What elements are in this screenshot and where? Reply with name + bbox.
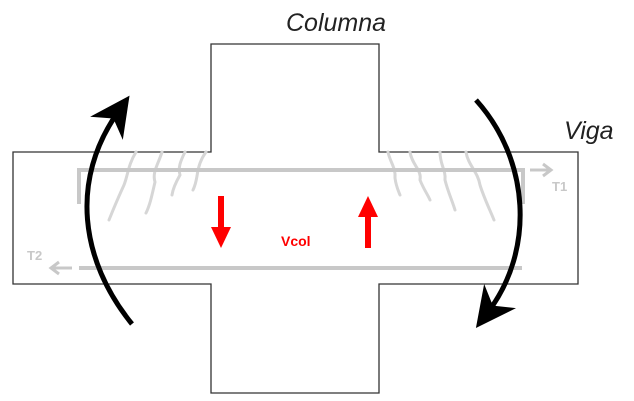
t2-label: T2 [27, 248, 42, 263]
t1-arrow [530, 162, 554, 178]
top-rebar [77, 168, 525, 204]
moment-arrow-right [474, 98, 523, 328]
column-label: Columna [286, 9, 386, 37]
shear-arrow-up [358, 196, 378, 248]
t2-arrow [48, 260, 72, 276]
cracks [107, 150, 496, 222]
t1-label: T1 [552, 179, 567, 194]
vcol-label: Vcol [281, 233, 311, 249]
moment-arrow-left [84, 95, 134, 326]
shear-arrow-down [211, 196, 231, 248]
beam-label: Viga [564, 117, 614, 145]
cross-outline [12, 43, 579, 394]
